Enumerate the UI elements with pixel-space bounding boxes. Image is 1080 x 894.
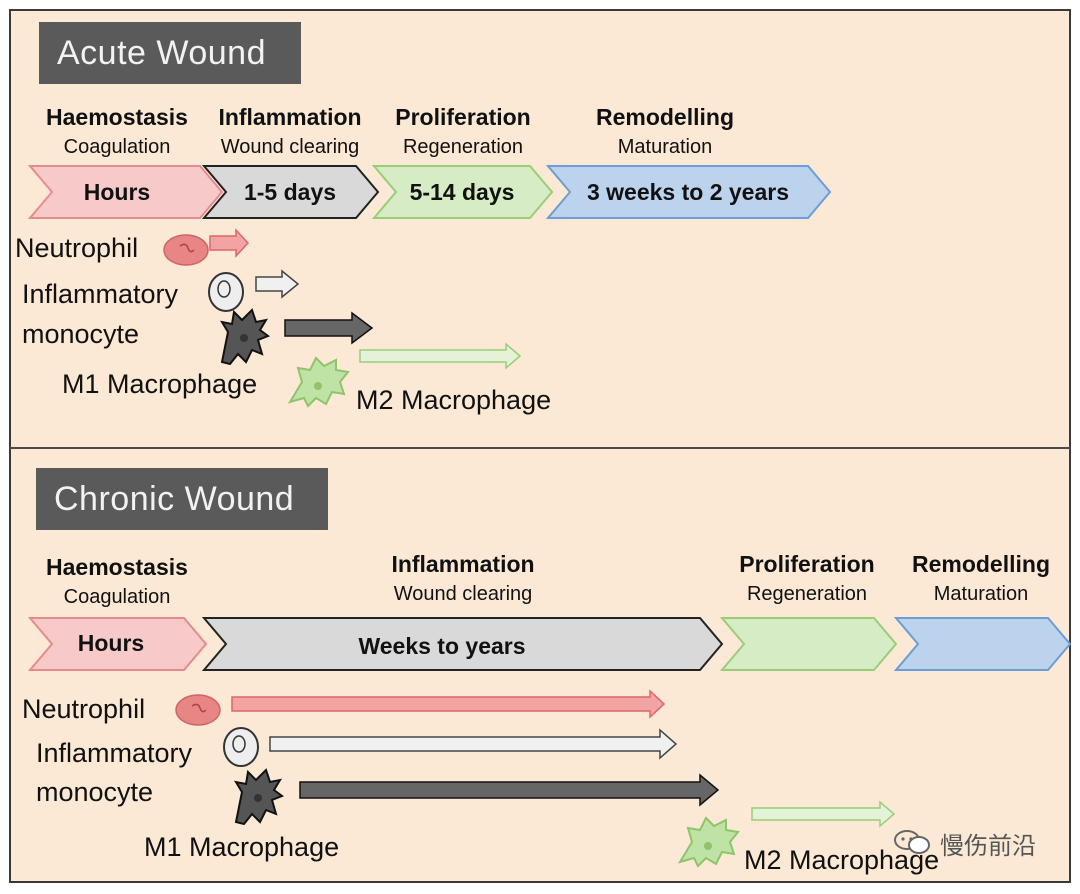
m2-macrophage-icon <box>287 356 350 408</box>
chronic-chevron-haemostasis <box>27 617 208 671</box>
acute-phase-haemostasis-name: Haemostasis <box>46 104 188 130</box>
acute-phase-remodelling-name: Remodelling <box>595 104 734 130</box>
monocyte-cell-icon <box>223 727 259 767</box>
chronic-timeline <box>27 617 1072 671</box>
monocyte-cell-icon <box>208 272 244 312</box>
chronic-chevron-remodelling <box>893 617 1072 671</box>
acute-phase-proliferation-sub: Regeneration <box>402 136 524 158</box>
neutrophil-duration-arrow <box>231 689 666 719</box>
neutrophil-cell-icon <box>175 694 221 726</box>
acute-phase-inflammation-name: Inflammation <box>218 104 362 130</box>
acute-phase-proliferation-name: Proliferation <box>395 104 531 130</box>
section-divider <box>9 447 1071 449</box>
chronic-phase-remodelling-name: Remodelling <box>911 551 1050 577</box>
acute-phase-remodelling-sub: Maturation <box>617 136 713 158</box>
chronic-phase-proliferation-sub: Regeneration <box>746 583 868 605</box>
acute-duration-remodelling: 3 weeks to 2 years <box>586 179 790 205</box>
chronic-phase-inflammation-name: Inflammation <box>391 551 535 577</box>
chronic-phase-remodelling-sub: Maturation <box>933 583 1029 605</box>
acute-duration-inflammation: 1-5 days <box>243 179 337 205</box>
neutrophil-duration-arrow <box>209 228 250 258</box>
m1-duration-arrow <box>299 773 720 807</box>
acute-timeline <box>27 165 832 219</box>
acute-m1-label: M1 Macrophage <box>62 369 258 399</box>
monocyte-duration-arrow <box>255 269 300 299</box>
monocyte-duration-arrow <box>269 728 678 760</box>
chronic-chevron-proliferation <box>719 617 898 671</box>
chronic-wound-title: Chronic Wound <box>36 468 328 530</box>
watermark-text: 慢伤前沿 <box>940 833 1036 860</box>
chronic-monocyte-label-1: Inflammatory <box>36 738 193 768</box>
chronic-phase-inflammation-sub: Wound clearing <box>393 583 533 605</box>
chronic-m1-label: M1 Macrophage <box>144 832 340 862</box>
acute-chevron-haemostasis <box>27 165 224 219</box>
acute-chevron-inflammation <box>201 165 380 219</box>
acute-chevron-proliferation <box>371 165 554 219</box>
chronic-neutrophil-label: Neutrophil <box>22 694 146 724</box>
acute-phase-haemostasis-sub: Coagulation <box>63 136 171 158</box>
wechat-icon <box>894 830 930 854</box>
chronic-phase-haemostasis-name: Haemostasis <box>46 554 188 580</box>
acute-cells <box>163 228 522 408</box>
chronic-duration-inflammation: Weeks to years <box>358 633 526 659</box>
m2-macrophage-icon <box>677 816 740 868</box>
m1-duration-arrow <box>284 311 374 345</box>
chronic-cells <box>175 689 896 868</box>
m2-duration-arrow <box>751 800 896 828</box>
acute-monocyte-label-2: monocyte <box>22 319 140 349</box>
acute-duration-haemostasis: Hours <box>83 179 151 205</box>
acute-duration-proliferation: 5-14 days <box>409 179 515 205</box>
chronic-monocyte-label-2: monocyte <box>36 777 154 807</box>
acute-wound-title: Acute Wound <box>39 22 301 84</box>
chronic-phase-haemostasis-sub: Coagulation <box>63 586 171 608</box>
acute-neutrophil-label: Neutrophil <box>15 233 139 263</box>
chronic-chevron-inflammation <box>201 617 724 671</box>
neutrophil-cell-icon <box>163 234 209 266</box>
chronic-m2-label: M2 Macrophage <box>744 845 940 875</box>
acute-chevron-remodelling <box>545 165 832 219</box>
acute-phase-inflammation-sub: Wound clearing <box>220 136 360 158</box>
acute-m2-label: M2 Macrophage <box>356 385 552 415</box>
chronic-duration-haemostasis: Hours <box>77 630 145 656</box>
m2-duration-arrow <box>359 342 522 370</box>
acute-monocyte-label-1: Inflammatory <box>22 279 179 309</box>
chronic-phase-proliferation-name: Proliferation <box>739 551 875 577</box>
